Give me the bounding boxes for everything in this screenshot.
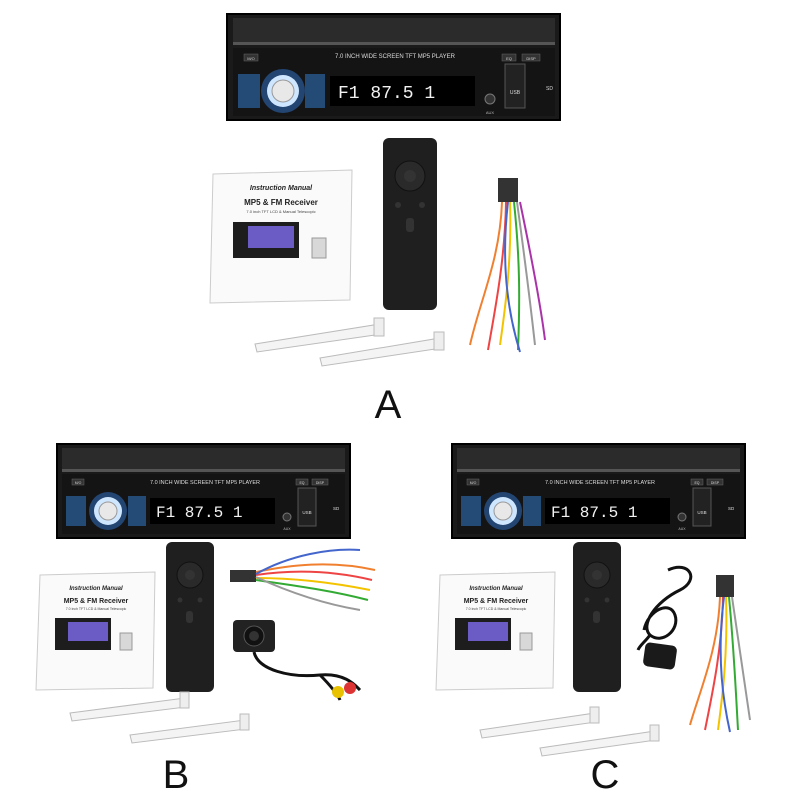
kit-c-photo: 7.0 INCH WIDE SCREEN TFT MP5 PLAYER M/O … <box>435 443 751 757</box>
sd-label: SD <box>546 86 553 92</box>
manual-heading: MP5 & FM Receiver <box>464 598 529 605</box>
head-unit-banner: 7.0 INCH WIDE SCREEN TFT MP5 PLAYER <box>335 54 456 60</box>
kit-a-photo: 7.0 INCH WIDE SCREEN TFT MP5 PLAYER M/O … <box>209 13 561 367</box>
mounting-brackets <box>479 706 660 757</box>
manual-heading: MP5 & FM Receiver <box>64 598 129 605</box>
eq-label: EQ <box>694 481 699 485</box>
manual-subtitle: 7.0 inch TFT LCD & Manual Telescopic <box>466 607 527 611</box>
kit-c: 7.0 INCH WIDE SCREEN TFT MP5 PLAYER M/O … <box>400 430 800 800</box>
kit-label: C <box>590 753 620 797</box>
gps-antenna <box>636 565 693 670</box>
instruction-manual: Instruction Manual MP5 & FM Receiver 7.0… <box>35 571 156 691</box>
kit-label: A <box>374 383 402 427</box>
mounting-brackets <box>69 691 250 744</box>
usb-label: USB <box>697 510 706 515</box>
remote-control <box>166 542 214 692</box>
kit-b: 7.0 INCH WIDE SCREEN TFT MP5 PLAYER M/O … <box>0 430 400 800</box>
sd-label: SD <box>728 506 735 511</box>
rear-view-camera <box>233 620 362 701</box>
radio-display: F1 87.5 1 <box>156 504 242 522</box>
mo-button-label: M/O <box>75 481 82 485</box>
instruction-manual: Instruction Manual MP5 & FM Receiver 7.0… <box>435 571 556 691</box>
aux-label: AUX <box>486 110 495 115</box>
sd-label: SD <box>333 506 340 511</box>
mo-button-label: M/O <box>470 481 477 485</box>
manual-title: Instruction Manual <box>250 185 313 192</box>
radio-display: F1 87.5 1 <box>551 504 637 522</box>
wiring-harness <box>469 178 546 353</box>
manual-title: Instruction Manual <box>469 586 523 592</box>
head-unit-banner: 7.0 INCH WIDE SCREEN TFT MP5 PLAYER <box>545 480 655 486</box>
instruction-manual: Instruction Manual MP5 & FM Receiver 7.0… <box>209 169 353 304</box>
aux-label: AUX <box>283 527 291 531</box>
kit-label: B <box>162 753 190 797</box>
manual-subtitle: 7.0 inch TFT LCD & Manual Telescopic <box>66 607 127 611</box>
remote-control <box>573 542 621 692</box>
usb-label: USB <box>302 510 311 515</box>
wiring-harness <box>689 575 751 733</box>
disp-label: DISP <box>316 481 325 485</box>
kit-a: 7.0 INCH WIDE SCREEN TFT MP5 PLAYER M/O … <box>209 13 561 427</box>
kit-b-photo: 7.0 INCH WIDE SCREEN TFT MP5 PLAYER M/O … <box>35 443 376 744</box>
car-stereo-head-unit: 7.0 INCH WIDE SCREEN TFT MP5 PLAYER M/O … <box>451 443 746 539</box>
manual-heading: MP5 & FM Receiver <box>244 198 318 207</box>
disp-label: DISP <box>526 56 536 61</box>
car-stereo-head-unit: 7.0 INCH WIDE SCREEN TFT MP5 PLAYER M/O … <box>56 443 351 539</box>
wiring-harness <box>230 548 376 611</box>
remote-control <box>383 138 437 310</box>
radio-display: F1 87.5 1 <box>338 84 435 104</box>
car-stereo-head-unit: 7.0 INCH WIDE SCREEN TFT MP5 PLAYER M/O … <box>226 13 561 121</box>
head-unit-banner: 7.0 INCH WIDE SCREEN TFT MP5 PLAYER <box>150 480 260 486</box>
mounting-brackets <box>254 317 445 367</box>
usb-label: USB <box>510 90 521 96</box>
manual-subtitle: 7.0 inch TFT LCD & Manual Telescopic <box>246 209 315 214</box>
mo-button-label: M/O <box>247 56 255 61</box>
eq-label: EQ <box>299 481 304 485</box>
eq-label: EQ <box>506 56 512 61</box>
manual-title: Instruction Manual <box>69 586 123 592</box>
aux-label: AUX <box>678 527 686 531</box>
disp-label: DISP <box>711 481 720 485</box>
